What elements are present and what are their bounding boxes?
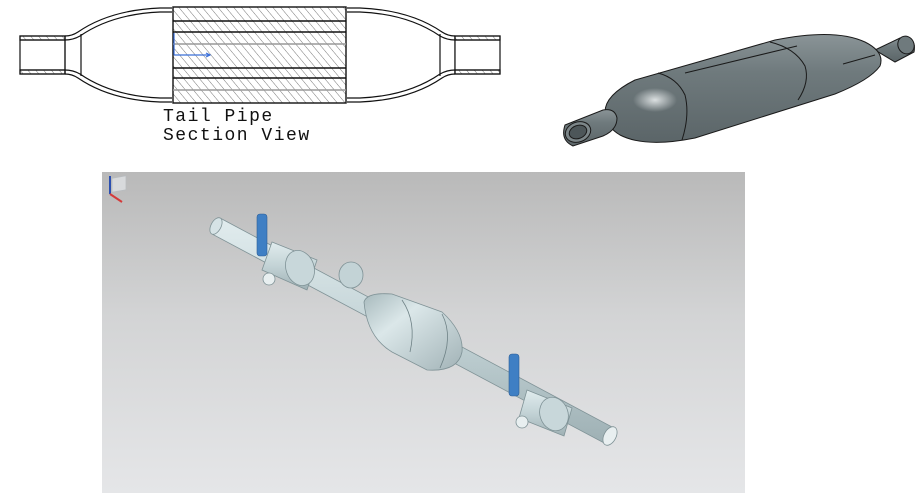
muffler-canister bbox=[363, 293, 463, 371]
right-outlet-tube bbox=[347, 7, 501, 103]
section-caption: Tail Pipe Section View bbox=[163, 108, 311, 146]
pressure-gauge bbox=[338, 261, 364, 289]
section-drawing-svg bbox=[19, 6, 501, 104]
left-inlet-tube bbox=[19, 7, 172, 103]
section-view-drawing: Tail Pipe Section View bbox=[0, 0, 520, 160]
pipe-assembly-model bbox=[209, 213, 618, 446]
axis-marker-icon bbox=[173, 33, 212, 58]
caption-line-1: Tail Pipe bbox=[163, 107, 274, 127]
view-triad-icon[interactable] bbox=[102, 172, 132, 204]
right-valve-handle bbox=[508, 353, 520, 397]
left-ball-valve bbox=[261, 241, 318, 291]
cad-3d-viewport[interactable] bbox=[102, 172, 745, 493]
isometric-muffler-svg bbox=[563, 34, 915, 147]
left-valve-handle bbox=[256, 213, 268, 257]
right-ball-valve bbox=[515, 389, 573, 437]
caption-line-2: Section View bbox=[163, 126, 311, 146]
isometric-muffler-view bbox=[545, 0, 919, 160]
muffler-body bbox=[563, 34, 915, 147]
